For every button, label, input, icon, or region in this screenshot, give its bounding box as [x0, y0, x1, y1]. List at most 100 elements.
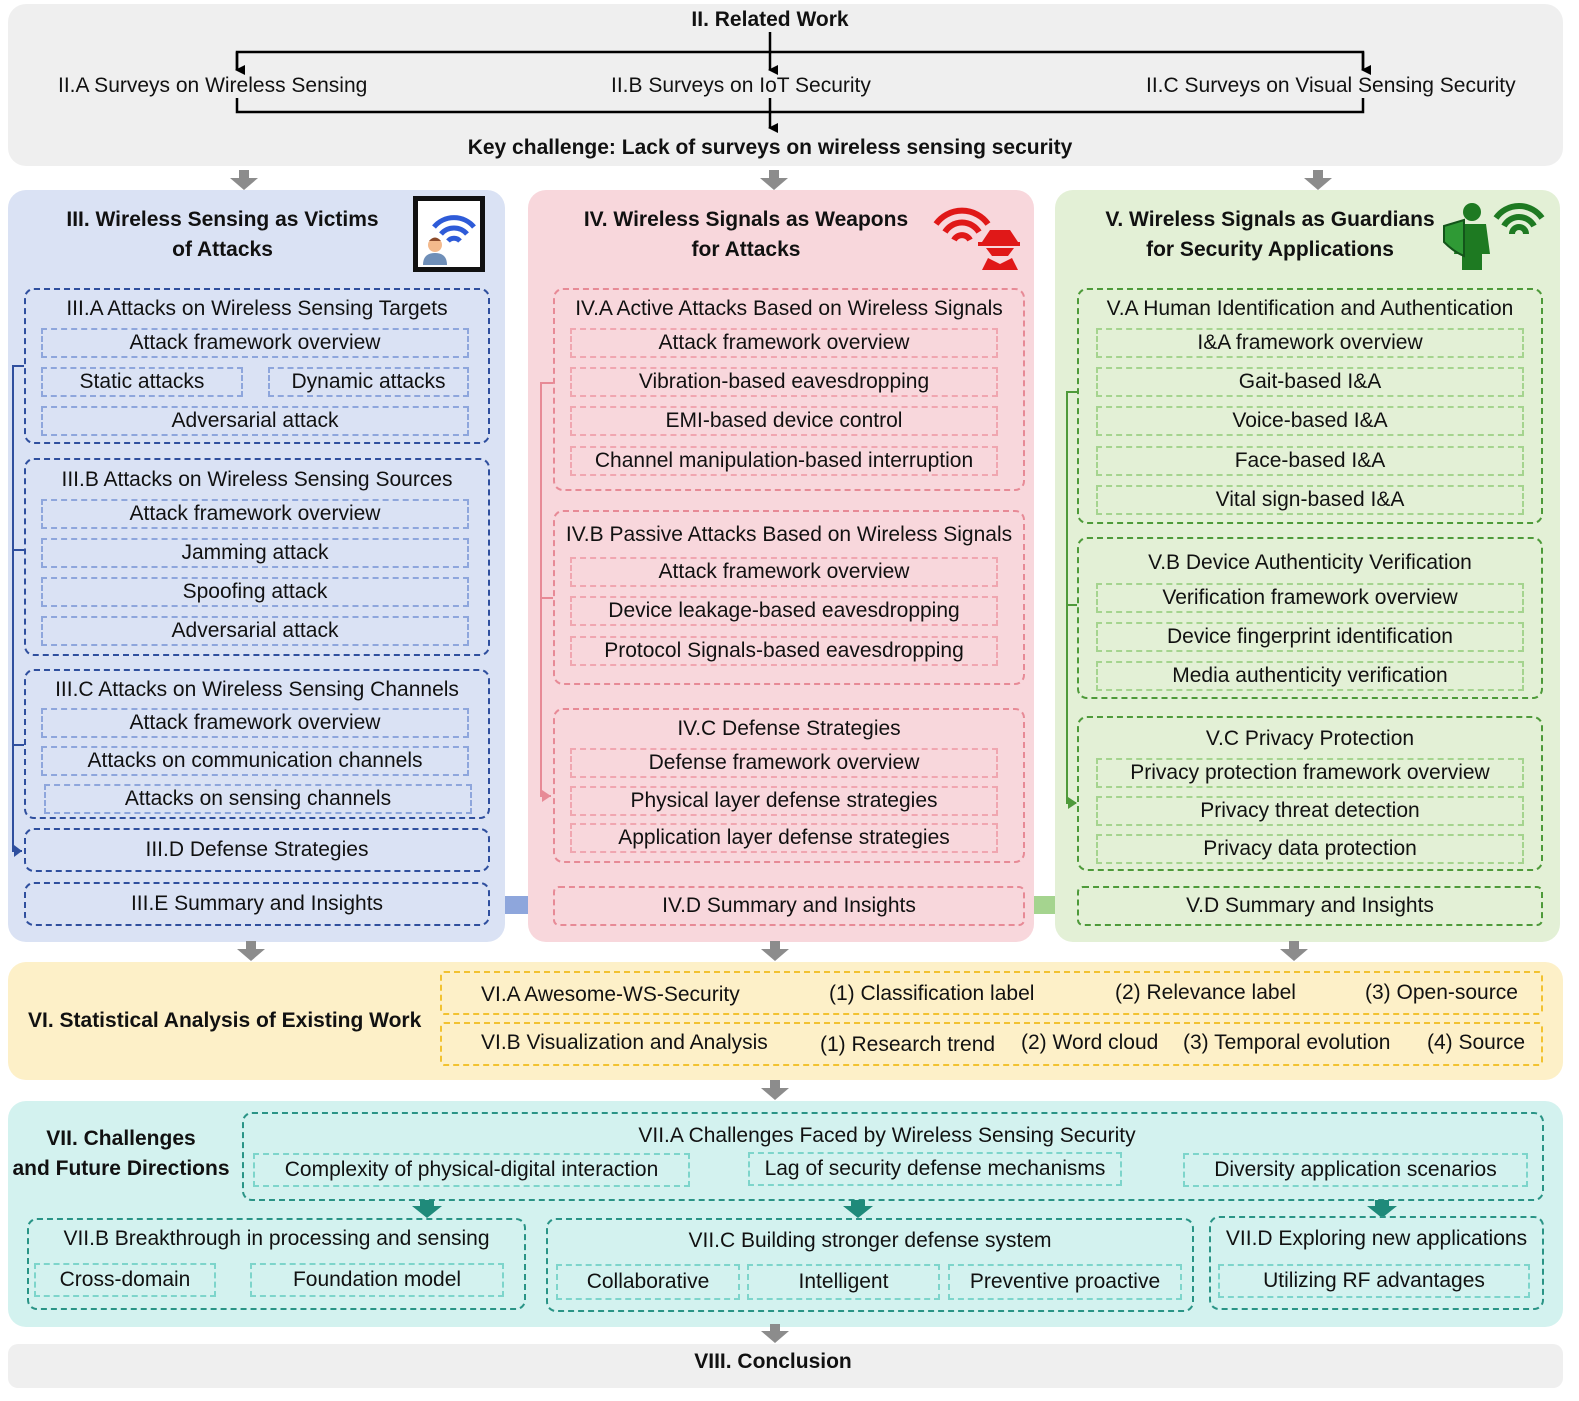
- challenges-c-title: VII.C Building stronger defense system: [688, 1229, 1052, 1252]
- challenges-c-item: Preventive proactive: [948, 1264, 1182, 1300]
- weapons-a-item: EMI-based device control: [570, 406, 998, 436]
- section-bracket-lines: [12, 365, 1077, 857]
- weapons-a-box: [553, 288, 1025, 491]
- related-work-b: II.B Surveys on IoT Security: [611, 74, 871, 97]
- challenges-c-item: Collaborative: [556, 1264, 740, 1300]
- statistical-b-label: VI.B Visualization and Analysis: [481, 1031, 768, 1054]
- wifi-person-icon: [413, 196, 485, 272]
- guardians-b-item: Verification framework overview: [1096, 583, 1524, 613]
- related-work-c: II.C Surveys on Visual Sensing Security: [1146, 74, 1516, 97]
- statistical-panel: [8, 962, 1563, 1080]
- guardians-b-item: Device fingerprint identification: [1096, 622, 1524, 652]
- victims-c-box: [24, 669, 490, 819]
- guardians-c-title: V.C Privacy Protection: [1205, 727, 1415, 750]
- guardians-c-item: Privacy threat detection: [1096, 796, 1524, 826]
- teal-arrows: [412, 1200, 1397, 1218]
- summary-connector: [1034, 896, 1055, 914]
- arrow-stem: [770, 1324, 780, 1332]
- statistical-b-part: (2) Word cloud: [1021, 1031, 1159, 1054]
- guardians-a-item: Voice-based I&A: [1096, 406, 1524, 436]
- guardians-c-item: Privacy protection framework overview: [1096, 758, 1524, 788]
- shield-guard-wifi-icon: [1442, 198, 1546, 270]
- challenges-c-item: Intelligent: [747, 1264, 940, 1300]
- challenges-a-item: Lag of security defense mechanisms: [748, 1152, 1122, 1186]
- down-arrow-icon: [760, 178, 788, 190]
- statistical-a-part: (3) Open-source: [1365, 981, 1518, 1004]
- weapons-c-item: Application layer defense strategies: [570, 823, 998, 853]
- challenges-b-box: [27, 1218, 526, 1310]
- challenges-title-line2: and Future Directions: [12, 1157, 230, 1180]
- victims-c-title: III.C Attacks on Wireless Sensing Channe…: [55, 678, 459, 701]
- weapons-c-box: [553, 708, 1025, 863]
- down-arrow-icon: [237, 949, 265, 961]
- guardians-a-item: Face-based I&A: [1096, 446, 1524, 476]
- challenges-a-item: Diversity application scenarios: [1183, 1153, 1528, 1187]
- victims-b-item: Attack framework overview: [41, 499, 469, 529]
- challenges-a-item: Complexity of physical-digital interacti…: [253, 1153, 690, 1187]
- weapons-b-item: Attack framework overview: [570, 557, 998, 587]
- victims-a-item: Attack framework overview: [41, 328, 469, 358]
- challenges-d-box: [1209, 1216, 1544, 1310]
- challenges-d-title: VII.D Exploring new applications: [1225, 1227, 1528, 1250]
- challenges-panel: [8, 1101, 1563, 1327]
- guardians-a-title: V.A Human Identification and Authenticat…: [1106, 297, 1514, 320]
- weapons-a-item: Attack framework overview: [570, 328, 998, 358]
- challenges-d-item: Utilizing RF advantages: [1218, 1264, 1530, 1298]
- victims-c-item: Attacks on communication channels: [41, 746, 469, 776]
- victims-d-box: III.D Defense Strategies: [24, 828, 490, 872]
- weapons-b-item: Device leakage-based eavesdropping: [570, 596, 998, 626]
- victims-title-line2: of Attacks: [172, 238, 273, 261]
- guardians-c-item: Privacy data protection: [1096, 834, 1524, 864]
- victims-title-line1: III. Wireless Sensing as Victims: [66, 208, 379, 231]
- statistical-b-part: (3) Temporal evolution: [1183, 1031, 1391, 1054]
- guardians-title-line2: for Security Applications: [1146, 238, 1394, 261]
- weapons-b-box: [553, 510, 1025, 685]
- victims-b-box: [24, 458, 490, 656]
- arrow-stem: [770, 941, 780, 949]
- weapons-a-item: Vibration-based eavesdropping: [570, 367, 998, 397]
- conclusion-panel: [8, 1344, 1563, 1388]
- victims-c-item: Attack framework overview: [41, 708, 469, 738]
- guardians-panel: [1055, 190, 1560, 942]
- key-challenge: Key challenge: Lack of surveys on wirele…: [467, 136, 1073, 159]
- statistical-b-part: (4) Source: [1427, 1031, 1526, 1054]
- summary-connector: [505, 896, 528, 914]
- victims-a-item: Adversarial attack: [41, 406, 469, 436]
- victims-a-box: [24, 288, 490, 444]
- guardians-b-box: [1077, 537, 1543, 699]
- challenges-a-title: VII.A Challenges Faced by Wireless Sensi…: [638, 1124, 1136, 1147]
- challenges-b-item: Cross-domain: [34, 1263, 216, 1297]
- guardians-title-line1: V. Wireless Signals as Guardians: [1105, 208, 1435, 231]
- guardians-d-box: V.D Summary and Insights: [1077, 886, 1543, 926]
- guardians-a-item: I&A framework overview: [1096, 328, 1524, 358]
- challenges-c-box: [546, 1218, 1194, 1312]
- weapons-a-title: IV.A Active Attacks Based on Wireless Si…: [575, 297, 1003, 320]
- weapons-c-title: IV.C Defense Strategies: [677, 717, 901, 740]
- weapons-b-title: IV.B Passive Attacks Based on Wireless S…: [565, 523, 1013, 546]
- down-arrow-icon: [761, 1088, 789, 1100]
- challenges-b-title: VII.B Breakthrough in processing and sen…: [63, 1227, 490, 1250]
- statistical-a-label: VI.A Awesome-WS-Security: [481, 983, 740, 1006]
- victims-b-item: Adversarial attack: [41, 616, 469, 646]
- down-arrow-icon: [761, 1331, 789, 1343]
- statistical-title: VI. Statistical Analysis of Existing Wor…: [28, 1009, 422, 1032]
- related-work-title: II. Related Work: [691, 8, 849, 31]
- arrow-stem: [769, 170, 779, 178]
- down-arrow-icon: [1280, 949, 1308, 961]
- guardians-a-item: Vital sign-based I&A: [1096, 485, 1524, 515]
- weapons-title-line1: IV. Wireless Signals as Weapons: [583, 208, 909, 231]
- guardians-a-item: Gait-based I&A: [1096, 367, 1524, 397]
- down-arrow-icon: [230, 178, 258, 190]
- challenges-a-box: [242, 1112, 1544, 1201]
- arrow-stem: [1313, 170, 1323, 178]
- guardians-b-item: Media authenticity verification: [1096, 661, 1524, 691]
- victims-b-title: III.B Attacks on Wireless Sensing Source…: [61, 468, 453, 491]
- victims-b-item: Spoofing attack: [41, 577, 469, 607]
- guardians-a-box: [1077, 288, 1543, 524]
- challenges-title-line1: VII. Challenges: [46, 1127, 196, 1150]
- weapons-c-item: Physical layer defense strategies: [570, 786, 998, 816]
- statistical-b-part: (1) Research trend: [820, 1033, 996, 1056]
- weapons-title-line2: for Attacks: [691, 238, 801, 261]
- arrow-stem: [239, 170, 249, 178]
- guardians-c-box: [1077, 716, 1543, 871]
